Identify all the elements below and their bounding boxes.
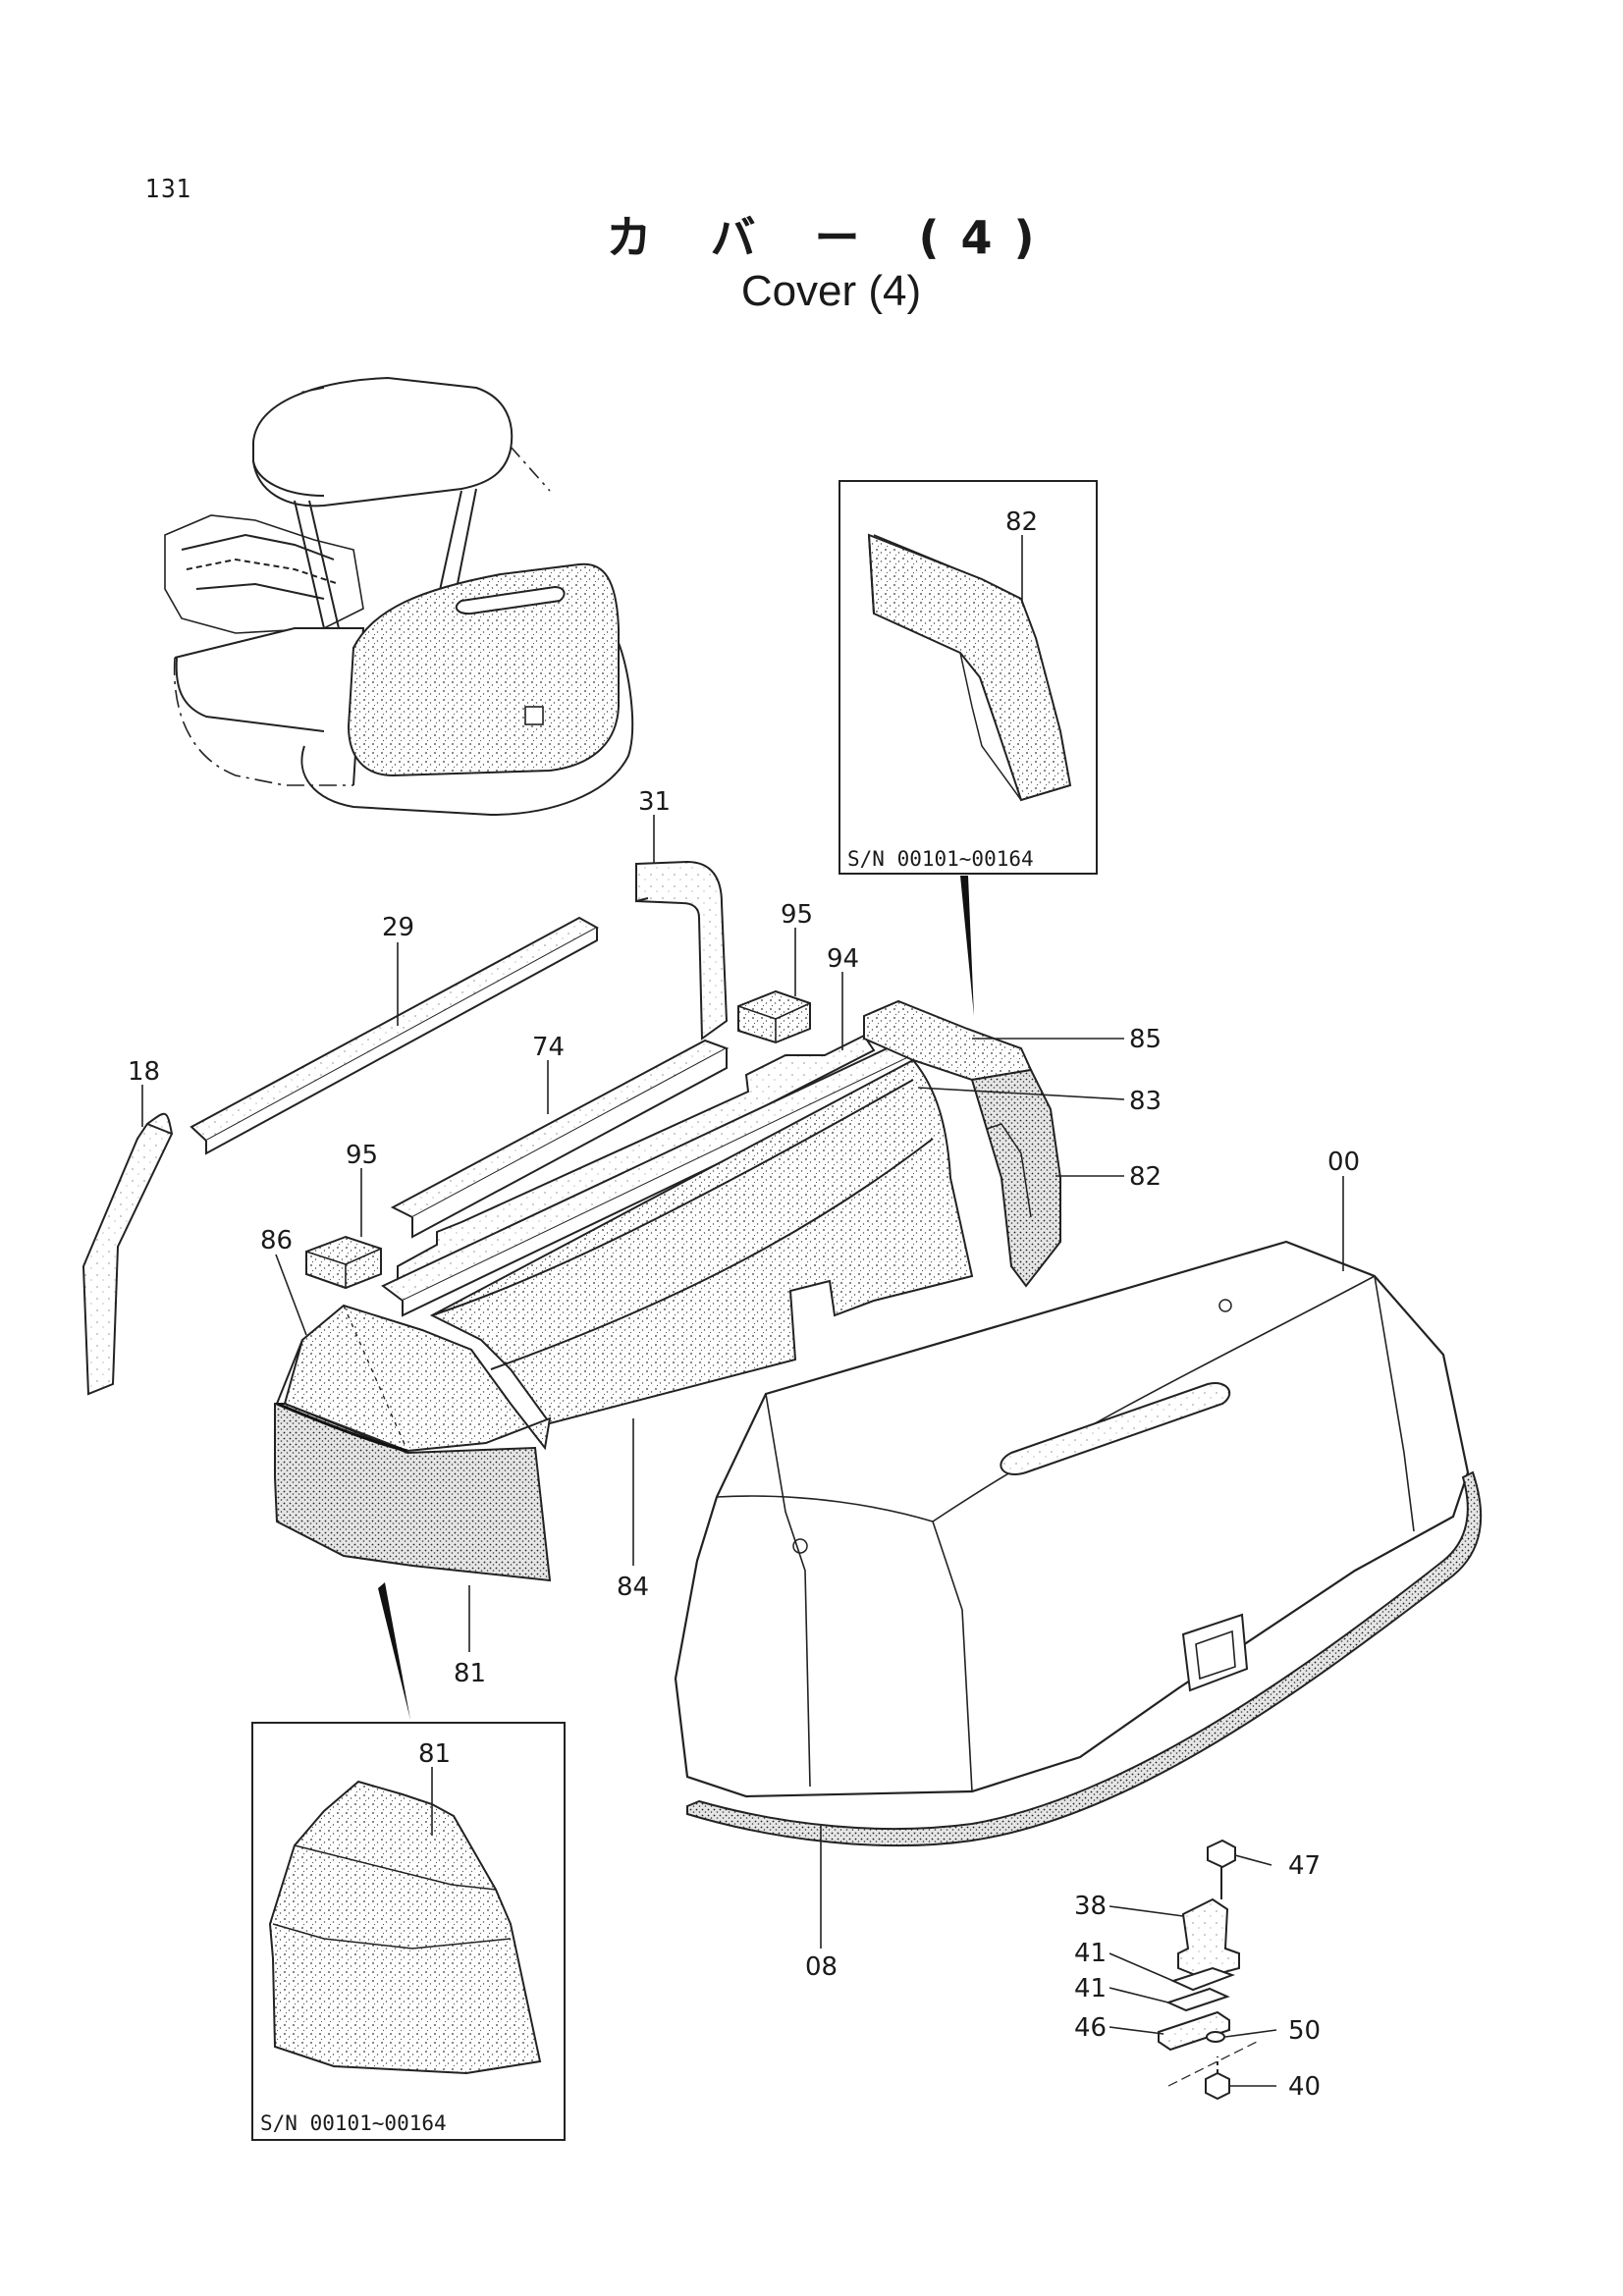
page-title-english: Cover (4) [740,267,922,315]
inset-82-serial-range: S/N 00101~00164 [847,847,1034,871]
callout-46: 46 [1074,2013,1107,2043]
callout-95-lower: 95 [346,1141,378,1170]
callout-40: 40 [1288,2072,1321,2102]
callout-74: 74 [532,1033,565,1062]
inset-part-81: 81 S/N 00101~00164 [251,1722,566,2141]
callout-50: 50 [1288,2016,1321,2046]
part-74-seal-strip [390,1039,730,1239]
callout-94: 94 [827,944,859,974]
inset-82-label: 82 [1005,507,1038,537]
callout-38: 38 [1074,1892,1107,1921]
part-00-main-cover [674,1240,1470,1798]
callout-41-upper: 41 [1074,1939,1107,1968]
callout-81: 81 [454,1659,486,1688]
inset-81-label: 81 [418,1739,451,1769]
part-84-rear-panel [429,1058,974,1425]
callout-41-lower: 41 [1074,1974,1107,2003]
inset-part-82: 82 S/N 00101~00164 [839,480,1098,1016]
callout-86: 86 [260,1226,293,1255]
hinge-hardware-group [1158,1839,1258,2101]
part-31-seal [635,860,729,1041]
leader-lines [141,815,1344,2087]
machine-overview [164,376,634,817]
part-29-seal-strip [189,916,600,1155]
callout-08: 08 [805,1952,838,1982]
callout-18: 18 [128,1057,160,1087]
page-title-japanese: カ バ ー (4) [606,211,1056,264]
callout-95-upper: 95 [781,900,813,930]
callout-85: 85 [1129,1025,1162,1054]
callout-83: 83 [1129,1087,1162,1116]
part-81-corner-cover [274,1304,552,1720]
inset-81-serial-range: S/N 00101~00164 [260,2111,447,2135]
part-08-edge-seal [686,1470,1483,1847]
part-83-seal-strip [381,1043,916,1317]
part-95-block-lower [305,1235,382,1290]
callout-47: 47 [1288,1851,1321,1881]
callout-31: 31 [638,787,671,817]
callout-29: 29 [382,913,414,942]
part-95-block-upper [737,989,811,1044]
callout-84: 84 [617,1573,649,1602]
part-18-seal [81,1112,174,1396]
callout-00: 00 [1327,1148,1360,1177]
page-number: 131 [145,175,192,204]
part-82-corner-insulator [970,1068,1061,1288]
callout-labels: 31 29 95 94 85 74 83 18 95 82 00 86 84 8… [128,787,1360,2102]
callout-82: 82 [1129,1162,1162,1192]
